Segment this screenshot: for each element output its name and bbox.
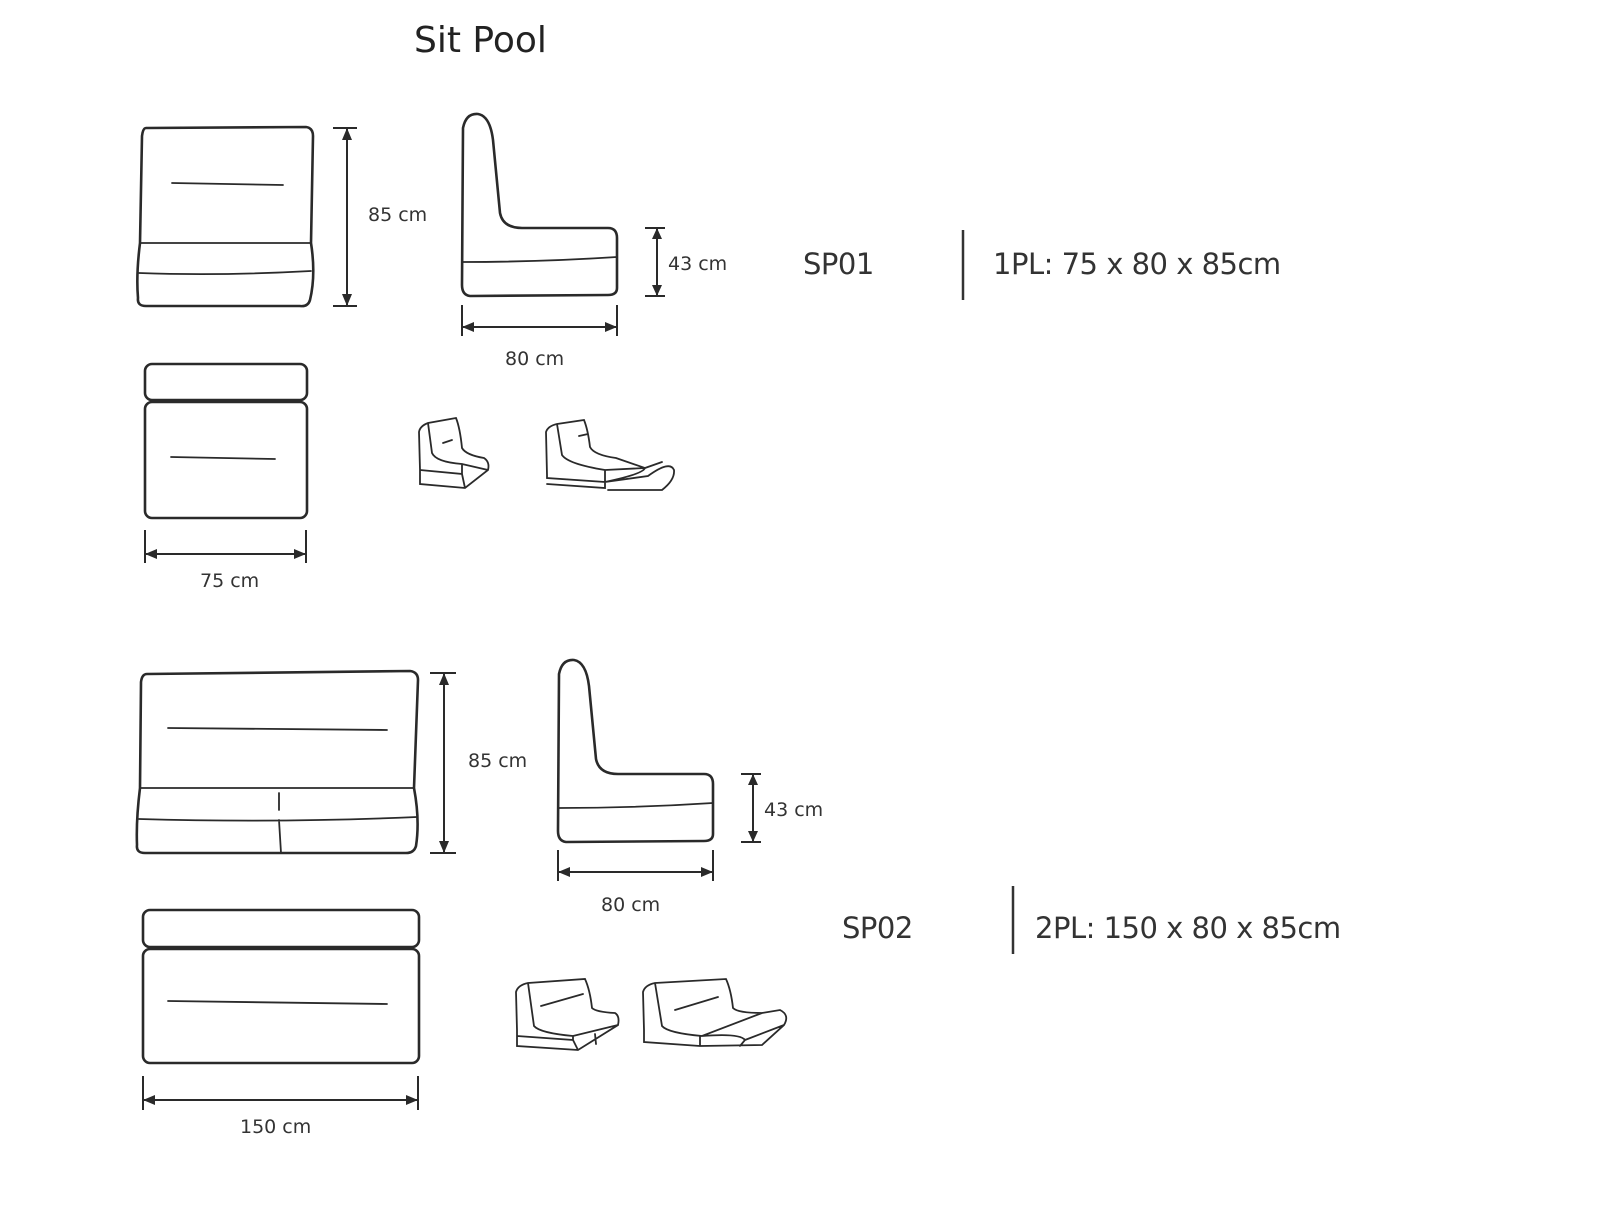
model-spec: 1PL: 75 x 80 x 85cm — [993, 247, 1281, 281]
sheet-title: Sit Pool — [414, 20, 547, 61]
seat-height-label: 43 cm — [668, 253, 727, 275]
width-dimension-sp01: 75 cm — [144, 530, 307, 592]
model-code: SP02 — [842, 911, 913, 945]
model-code: SP01 — [803, 247, 874, 281]
depth-label: 80 cm — [601, 894, 660, 916]
side-view-sp01 — [460, 112, 619, 298]
height-dimension-sp01: 85 cm — [333, 127, 427, 307]
seat-height-dimension-sp02: 43 cm — [741, 773, 823, 843]
depth-dimension-sp02: 80 cm — [557, 850, 714, 916]
model-sp01: 85 cm 43 cm 80 cm 75 cm — [136, 112, 1281, 592]
depth-dimension-sp01: 80 cm — [461, 305, 618, 370]
depth-label: 80 cm — [505, 348, 564, 370]
iso-view-chaise-sp01 — [545, 419, 675, 491]
iso-view-chair-sp01 — [418, 416, 490, 489]
model-sp02: 85 cm 43 cm 80 cm 150 cm — [135, 658, 1341, 1138]
side-view-sp02 — [556, 658, 715, 844]
width-label: 150 cm — [240, 1116, 311, 1138]
height-label: 85 cm — [468, 750, 527, 772]
iso-view-daybed-sp02 — [642, 978, 788, 1047]
iso-view-sofa-sp02 — [515, 978, 620, 1051]
width-label: 75 cm — [200, 570, 259, 592]
seat-height-label: 43 cm — [764, 799, 823, 821]
top-view-sp02 — [141, 908, 421, 1065]
height-label: 85 cm — [368, 204, 427, 226]
seat-height-dimension-sp01: 43 cm — [645, 227, 727, 297]
front-view-sp01 — [136, 125, 315, 308]
height-dimension-sp02: 85 cm — [430, 672, 527, 854]
top-view-sp01 — [143, 362, 309, 520]
front-view-sp02 — [135, 669, 420, 855]
width-dimension-sp02: 150 cm — [142, 1076, 419, 1138]
model-spec: 2PL: 150 x 80 x 85cm — [1035, 911, 1341, 945]
